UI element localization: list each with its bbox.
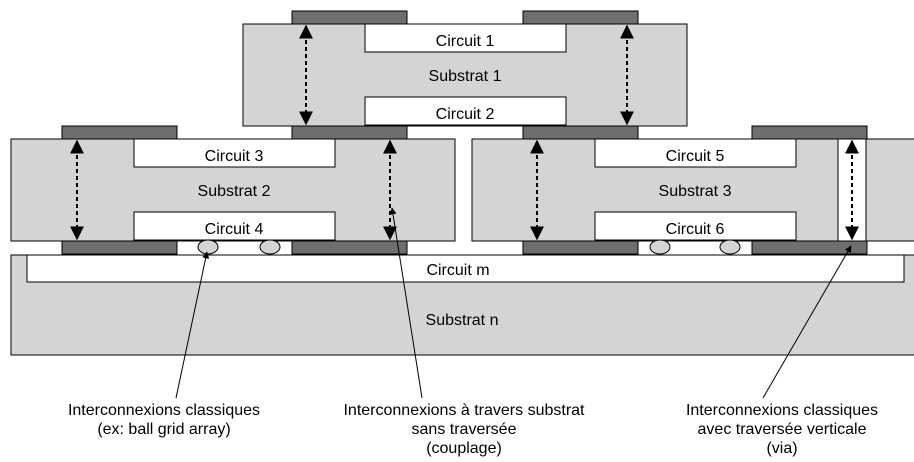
caption-through-line1: Interconnexions à travers substrat	[343, 402, 585, 419]
circuit-2	[364, 96, 567, 126]
leader-line-classic	[175, 251, 210, 399]
pad	[291, 240, 408, 255]
pad	[522, 240, 639, 255]
caption-via-line2: avec traversée verticale	[698, 421, 867, 438]
pad	[522, 125, 639, 140]
solder-ball	[259, 239, 281, 255]
substrate-3-label: Substrat 3	[659, 183, 732, 200]
caption-classic-line2: (ex: ball grid array)	[97, 421, 230, 438]
substrate-2-label: Substrat 2	[198, 183, 271, 200]
circuit-6	[594, 211, 797, 241]
circuit-2-label: Circuit 2	[436, 106, 495, 123]
caption-through-line3: (couplage)	[426, 440, 502, 457]
pad	[522, 10, 639, 25]
pad	[61, 125, 178, 140]
circuit-6-label: Circuit 6	[666, 221, 725, 238]
substrate-n-label: Substrat n	[426, 312, 499, 329]
circuit-5	[594, 138, 797, 168]
circuit-4-label: Circuit 4	[205, 221, 264, 238]
circuit-4	[133, 211, 336, 241]
circuit-1	[364, 23, 567, 53]
caption-via-line3: (via)	[766, 440, 797, 457]
leader-line-through	[389, 207, 423, 399]
leader-line-via	[762, 245, 852, 399]
caption-via-line1: Interconnexions classiques	[686, 402, 878, 419]
caption-classic-line1: Interconnexions classiques	[68, 402, 260, 419]
circuit-5-label: Circuit 5	[666, 148, 725, 165]
solder-ball	[649, 239, 671, 255]
circuit-m-label: Circuit m	[426, 262, 489, 279]
pad	[751, 125, 868, 140]
pad	[61, 240, 178, 255]
circuit-3	[133, 138, 336, 168]
caption-through-line2: sans traversée	[412, 421, 517, 438]
substrate-1-label: Substrat 1	[429, 68, 502, 85]
circuit-3-label: Circuit 3	[205, 148, 264, 165]
solder-ball	[719, 239, 741, 255]
circuit-1-label: Circuit 1	[436, 33, 495, 50]
circuit-m	[26, 254, 905, 283]
pad	[291, 10, 408, 25]
solder-ball	[197, 239, 219, 255]
pad	[751, 240, 868, 255]
pad	[291, 125, 408, 140]
